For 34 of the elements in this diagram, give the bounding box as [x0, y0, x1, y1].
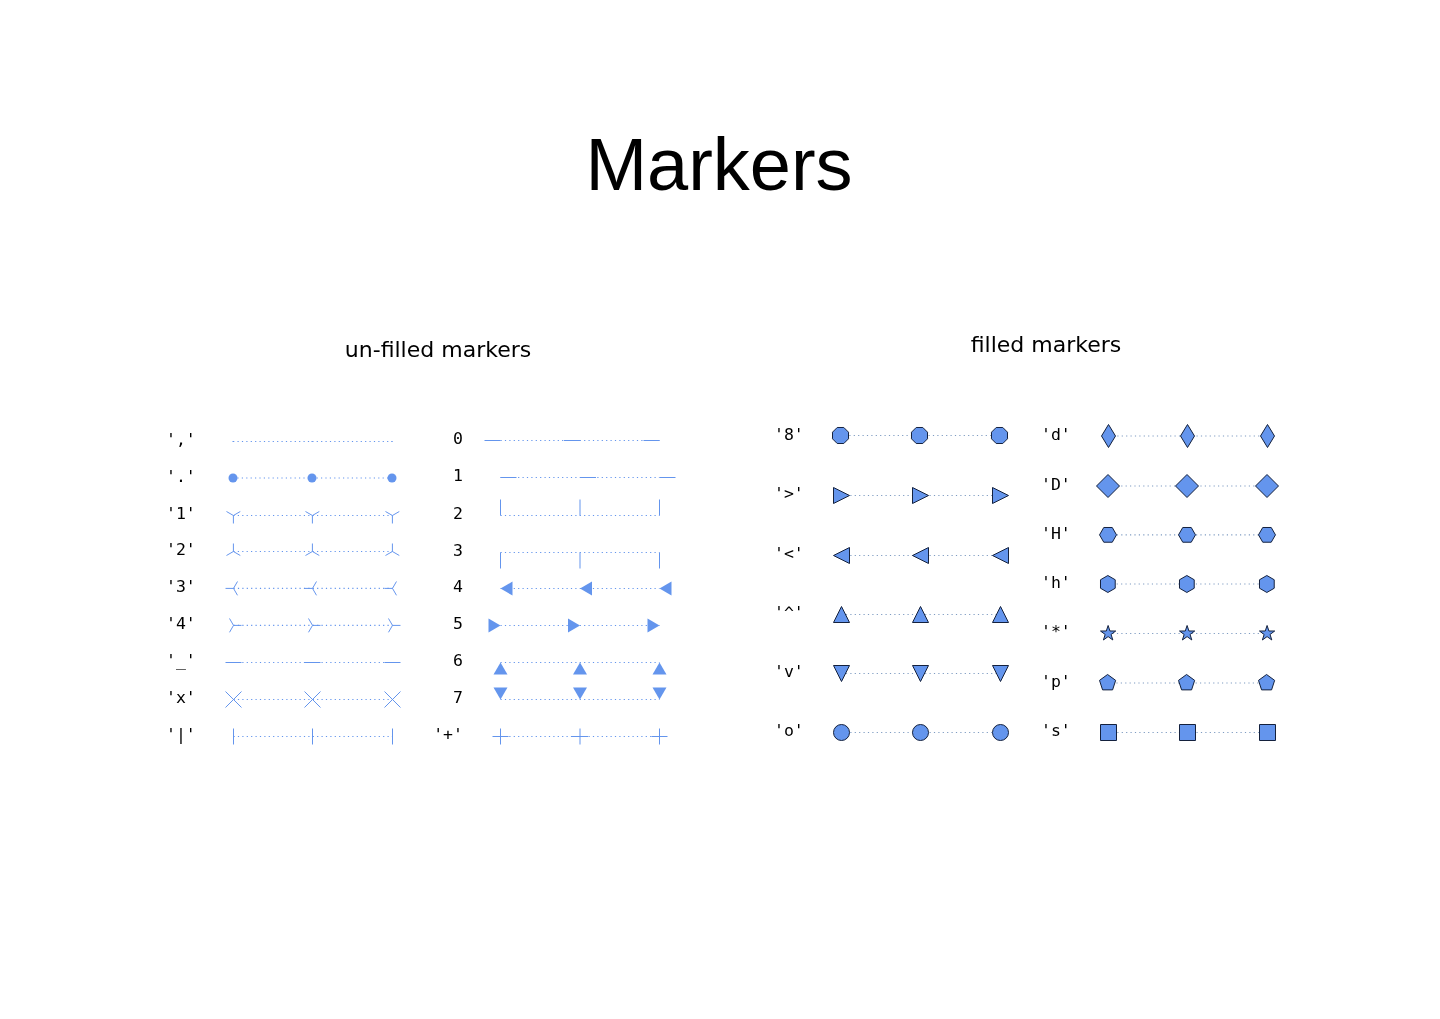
- marker-code: '|': [166, 726, 196, 743]
- panel-title: un-filled markers: [344, 339, 532, 361]
- marker-code: 3: [453, 542, 463, 559]
- marker-code: '+': [433, 726, 463, 743]
- marker-code: 7: [453, 689, 463, 706]
- marker-code: 2: [453, 505, 463, 522]
- marker-code: 'D': [1041, 476, 1071, 493]
- marker-code: 's': [1041, 722, 1071, 739]
- marker-code: '<': [774, 545, 804, 562]
- marker-code: '*': [1041, 623, 1071, 640]
- marker-code: 0: [453, 430, 463, 447]
- figure-title: Markers: [585, 128, 853, 202]
- marker-code: 5: [453, 615, 463, 632]
- marker-code: ',': [166, 431, 196, 448]
- marker-code: 'd': [1041, 426, 1071, 443]
- marker-code: 4: [453, 578, 463, 595]
- marker-code: 6: [453, 652, 463, 669]
- marker-code: '2': [166, 541, 196, 558]
- marker-code: '4': [166, 615, 196, 632]
- marker-code: 'p': [1041, 673, 1071, 690]
- marker-code: 'v': [774, 663, 804, 680]
- marker-code: '8': [774, 426, 804, 443]
- marker-code: 'x': [166, 689, 196, 706]
- marker-code: '^': [774, 604, 804, 621]
- marker-code: 'h': [1041, 574, 1071, 591]
- marker-code: '3': [166, 578, 196, 595]
- marker-code: '.': [166, 468, 196, 485]
- panel-title: filled markers: [970, 334, 1122, 356]
- marker-code: 'H': [1041, 525, 1071, 542]
- marker-code: '1': [166, 505, 196, 522]
- marker-code: 'o': [774, 722, 804, 739]
- marker-code: '>': [774, 485, 804, 502]
- marker-code: '_': [166, 652, 196, 669]
- marker-code: 1: [453, 467, 463, 484]
